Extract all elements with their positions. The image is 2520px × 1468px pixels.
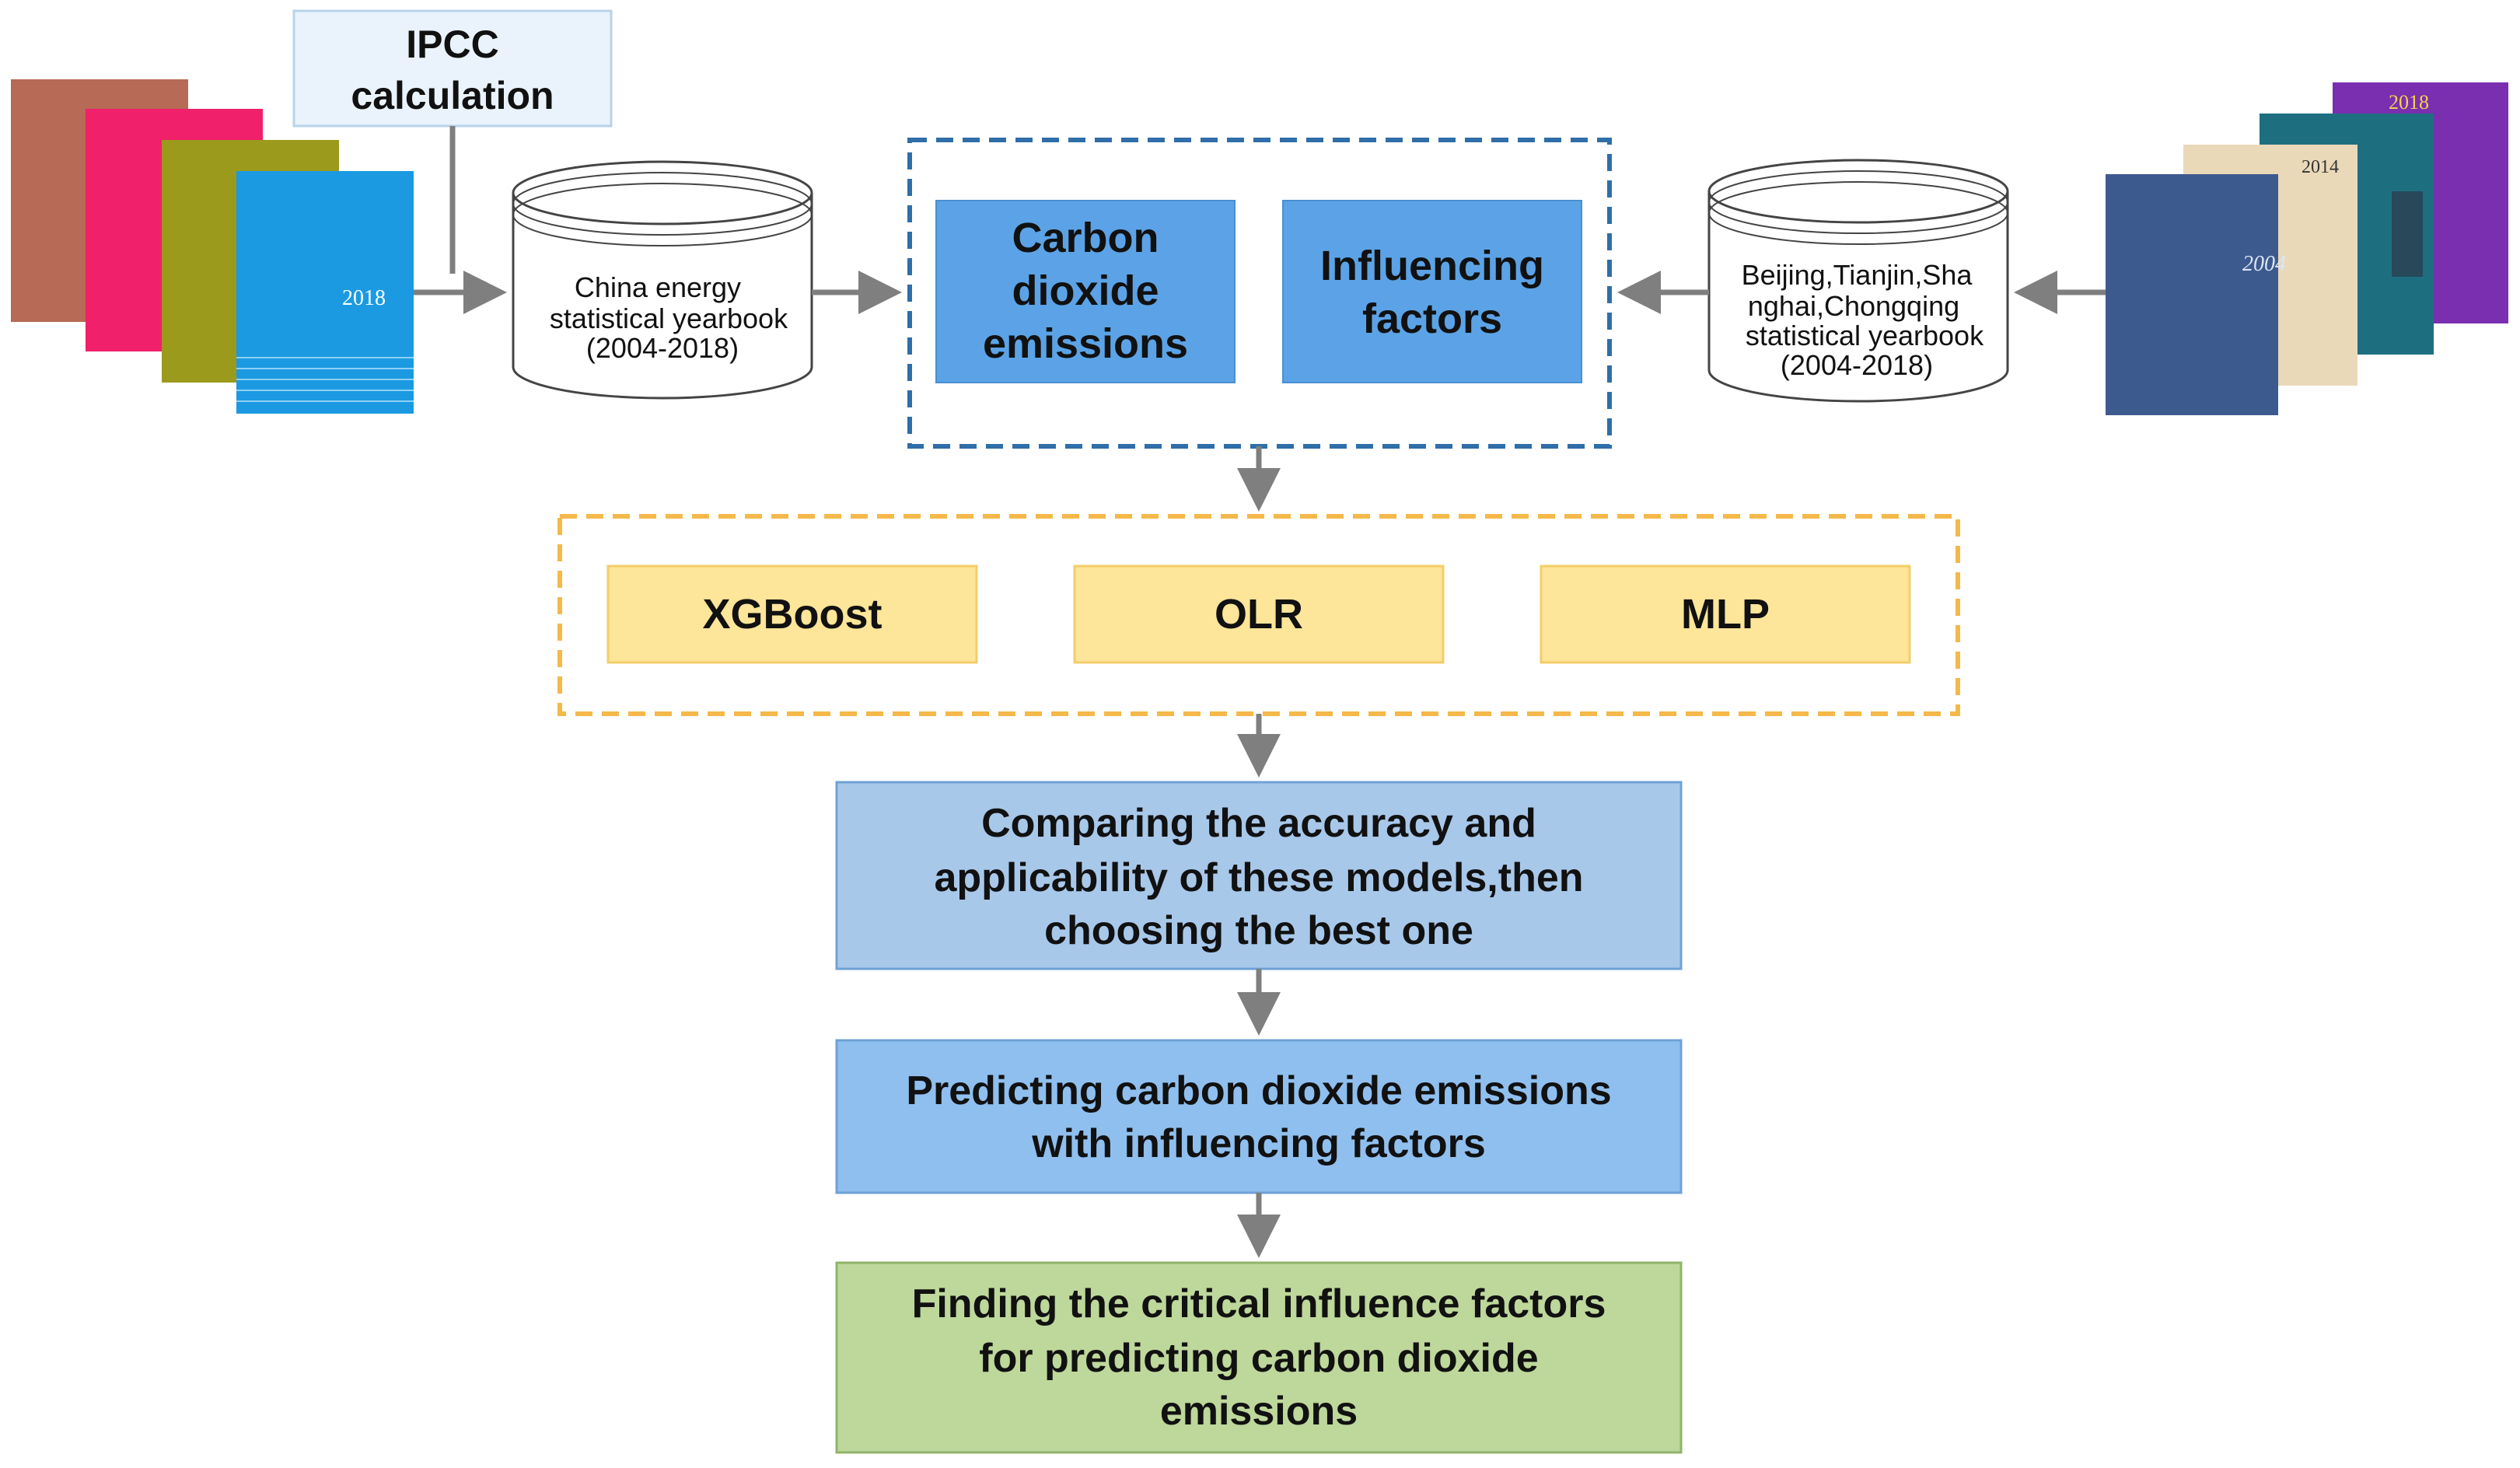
- olr-label: OLR: [1215, 591, 1303, 638]
- connector-arrows: [414, 126, 2106, 1258]
- finding-line2: for predicting carbon dioxide: [979, 1336, 1538, 1381]
- right-db-ring1: [1708, 170, 2008, 234]
- left-db-ring2: [512, 183, 813, 246]
- left-db-line2: statistical yearbook: [550, 302, 788, 334]
- predict-box-rect: [835, 1039, 1683, 1194]
- right-yearbook-covers: 2018 2014 2004: [2106, 82, 2508, 415]
- mlp-label: MLP: [1681, 591, 1770, 638]
- model-group: XGBoost OLR MLP: [557, 514, 1960, 716]
- left-db-body: [512, 193, 813, 400]
- cover-blue: [236, 171, 414, 414]
- city-yearbook-database: Beijing,Tianjin,Sha nghai,Chongqing stat…: [1707, 159, 2009, 403]
- ipcc-label-line2: calculation: [351, 74, 554, 117]
- right-db-ring2: [1708, 181, 2008, 245]
- carbon-box-line2: dioxide: [1012, 267, 1159, 314]
- right-db-line1: Beijing,Tianjin,Sha: [1742, 259, 1973, 291]
- compare-box-rect: [835, 781, 1683, 970]
- cover-blue-lines: [236, 357, 414, 402]
- ipcc-calculation-box: IPCC calculation: [292, 9, 613, 128]
- china-energy-database: China energy statistical yearbook (2004-…: [512, 160, 813, 400]
- compare-line2: applicability of these models,then: [934, 855, 1583, 900]
- cover-teal-inset: [2392, 191, 2423, 277]
- data-group: Carbon dioxide emissions Influencing fac…: [907, 138, 1612, 449]
- carbon-box-line3: emissions: [983, 320, 1188, 367]
- factors-box-line2: factors: [1362, 295, 1502, 342]
- xgboost-label: XGBoost: [702, 591, 882, 638]
- left-db-line1: China energy: [575, 271, 741, 303]
- carbon-emissions-box: [935, 200, 1236, 383]
- ipcc-box-rect: [292, 9, 613, 128]
- compare-models-box: Comparing the accuracy and applicability…: [835, 781, 1683, 970]
- left-db-ring1: [512, 172, 813, 236]
- right-db-line2: nghai,Chongqing: [1748, 290, 1959, 322]
- olr-box: [1073, 564, 1445, 664]
- cover-2018-label: 2018: [2389, 91, 2429, 114]
- right-db-line4: (2004-2018): [1781, 349, 1933, 381]
- finding-line3: emissions: [1160, 1389, 1358, 1434]
- right-db-line3: statistical yearbook: [1746, 320, 1984, 351]
- compare-line3: choosing the best one: [1044, 908, 1473, 953]
- mlp-box: [1540, 564, 1911, 664]
- right-db-body: [1707, 191, 2009, 403]
- left-book-year: 2018: [342, 286, 386, 310]
- predict-line2: with influencing factors: [1031, 1121, 1486, 1166]
- finding-box-rect: [835, 1261, 1683, 1454]
- carbon-box-line1: Carbon: [1012, 215, 1159, 261]
- predict-line1: Predicting carbon dioxide emissions: [906, 1068, 1611, 1113]
- xgboost-box: [606, 564, 978, 664]
- predict-emissions-box: Predicting carbon dioxide emissions with…: [835, 1039, 1683, 1194]
- cover-2014-label: 2014: [2302, 157, 2339, 177]
- left-yearbook-covers: 2018: [11, 79, 414, 414]
- cover-2004-label: 2004: [2242, 252, 2286, 276]
- critical-factors-box: Finding the critical influence factors f…: [835, 1261, 1683, 1454]
- cover-navy: [2106, 174, 2278, 415]
- compare-line1: Comparing the accuracy and: [981, 801, 1536, 846]
- influencing-factors-box: [1282, 200, 1582, 383]
- model-group-border: [557, 514, 1960, 716]
- ipcc-label-line1: IPCC: [406, 23, 498, 66]
- factors-box-line1: Influencing: [1320, 243, 1544, 289]
- left-db-line3: (2004-2018): [586, 332, 739, 364]
- finding-line1: Finding the critical influence factors: [912, 1281, 1606, 1326]
